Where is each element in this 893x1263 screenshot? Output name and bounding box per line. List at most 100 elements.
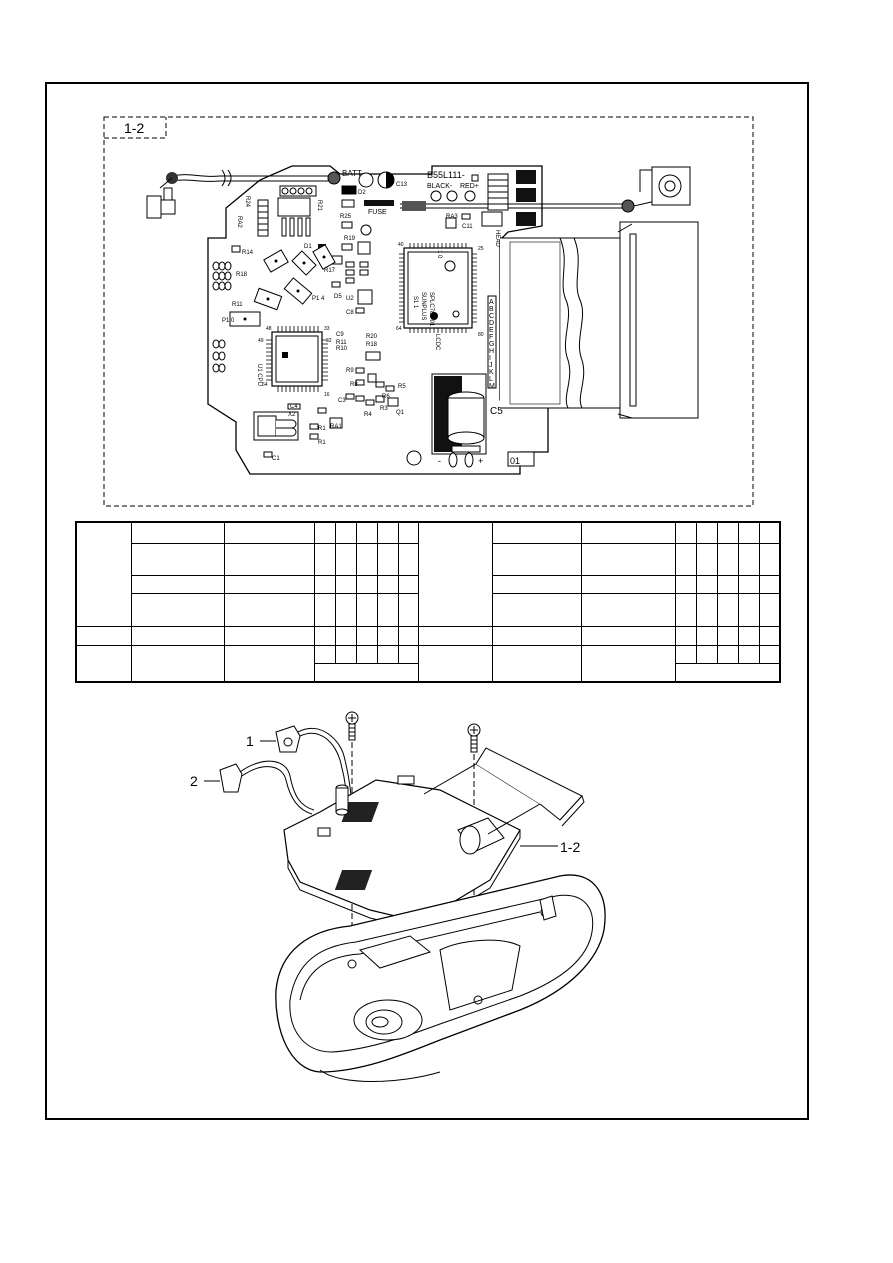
table-row [76, 542, 781, 577]
connector-letter-g: G [489, 341, 494, 348]
batt-solder-pad [327, 171, 341, 185]
dashed-enclosure [103, 116, 754, 507]
c3-label: C3 [338, 398, 346, 404]
table-row [76, 575, 781, 595]
section-tab [104, 117, 167, 139]
r25-label: R25 [340, 214, 352, 220]
connector-letter-e: E [489, 327, 494, 334]
wire-black-label: BLACK- [427, 183, 453, 190]
batt-label: BATT [342, 169, 362, 178]
page-frame [45, 82, 809, 1120]
connector-letter-m: M [489, 383, 495, 390]
c13-label: C13 [396, 182, 408, 188]
d2-diode [341, 185, 357, 195]
callout-item-1-2: 1-2 [560, 839, 580, 855]
lcdc-chip-iso [341, 802, 379, 822]
r17-label: R17 [324, 268, 336, 274]
cap-minus: - [438, 456, 441, 466]
fuse [364, 200, 394, 206]
svg-text:16: 16 [324, 392, 330, 398]
table-row [76, 663, 781, 683]
c11-label: C11 [462, 224, 473, 230]
d2-label: D2 [358, 190, 366, 196]
connector-letter-i: I [489, 355, 491, 362]
svg-text:32: 32 [326, 338, 332, 344]
ucpu-label: U1 CPU [256, 364, 262, 386]
head-label: HEAD [494, 230, 500, 247]
pcb-layout-diagram: 1-2 BATT B55L111- BLACK- RED+ FUSE C13 D… [103, 116, 754, 507]
r20-label: R20 [366, 334, 378, 340]
q1-label: Q1 [396, 410, 405, 416]
svg-text:P1 0: P1 0 [222, 318, 235, 324]
connector-letter-a: A [489, 299, 494, 306]
r6-label: R6 [382, 394, 390, 400]
d1-label: D1 [304, 244, 312, 250]
connector-letter-c: C [489, 313, 494, 320]
stamp-text: 01 [510, 456, 520, 466]
connector-letter-l: L [489, 376, 493, 383]
p1-label: R18 [236, 272, 248, 278]
fuse-label: FUSE [368, 209, 387, 216]
table-row [75, 625, 781, 647]
r11-label: R11 [336, 340, 347, 346]
left-wire-top [171, 174, 330, 177]
lcd-panel-iso [475, 747, 583, 821]
svg-text:64: 64 [262, 382, 268, 388]
section-label: 1-2 [124, 120, 144, 136]
battery-contact-2 [219, 763, 243, 793]
lcdc-chip-text-2: SUNPLUS [420, 292, 426, 320]
r24-label: R24 [244, 196, 250, 208]
svg-text:80: 80 [478, 332, 484, 338]
wire-red-label: RED+ [460, 183, 479, 190]
model-text: B55L111- [427, 170, 465, 180]
c8-label: C8 [346, 310, 354, 316]
svg-text:P1 4: P1 4 [312, 296, 325, 302]
r1-label: R1 [318, 440, 326, 446]
x2-label: X2 [288, 412, 296, 418]
connector-letter-h: H [489, 348, 494, 355]
lcdc-chip-text-3: S1 1 [412, 296, 418, 309]
ra2-label: RA2 [236, 216, 242, 228]
table-row [75, 644, 781, 683]
u4-regulator [277, 197, 311, 217]
r9-label: R9 [346, 368, 354, 374]
connector-letter-b: B [489, 306, 494, 313]
cpu-chip-iso [334, 870, 373, 890]
head-connector-block-1 [516, 170, 536, 184]
table-row [75, 521, 781, 627]
svg-text:48: 48 [266, 326, 272, 332]
svg-text:25: 25 [478, 246, 484, 252]
c4-label: C4 [290, 404, 298, 410]
svg-text:49: 49 [258, 338, 264, 344]
parts-spec-table [75, 521, 781, 683]
lcdc-chip-text-1: SPLC780-01 [428, 292, 434, 327]
stamp-box [507, 451, 535, 467]
screw-right [467, 723, 481, 753]
r3-label: R3 [380, 406, 388, 412]
svg-text:RA1: RA1 [330, 424, 342, 430]
u2-label: U2 [346, 296, 354, 302]
lcdc-chip-text-4: 1 0 [436, 250, 442, 259]
c9-label: C9 [336, 332, 344, 338]
svg-text:64: 64 [396, 326, 402, 332]
r4-label: R4 [364, 412, 372, 418]
r5-label: R5 [398, 384, 406, 390]
r19-label: R19 [344, 236, 356, 242]
p2-label: R11 [232, 302, 243, 308]
svg-text:40: 40 [398, 242, 404, 248]
connector-letter-k: K [489, 369, 494, 376]
c5-label: C5 [490, 406, 503, 417]
r8-label: R8 [350, 382, 358, 388]
d5-label: D5 [334, 294, 342, 300]
battery-contact-left [146, 195, 162, 219]
r18-label: R18 [366, 342, 378, 348]
lcdc-label: LCDC [434, 334, 440, 351]
r2-label: R1 [318, 426, 326, 432]
r14-label: R14 [242, 250, 254, 256]
connector-letter-f: F [489, 334, 493, 341]
c1-label: C1 [272, 456, 280, 462]
cap-plus: + [478, 456, 483, 466]
table-row [76, 593, 781, 627]
callout-item-2: 2 [190, 773, 198, 789]
exploded-assembly-diagram: 1 2 1-2 [190, 711, 606, 1082]
